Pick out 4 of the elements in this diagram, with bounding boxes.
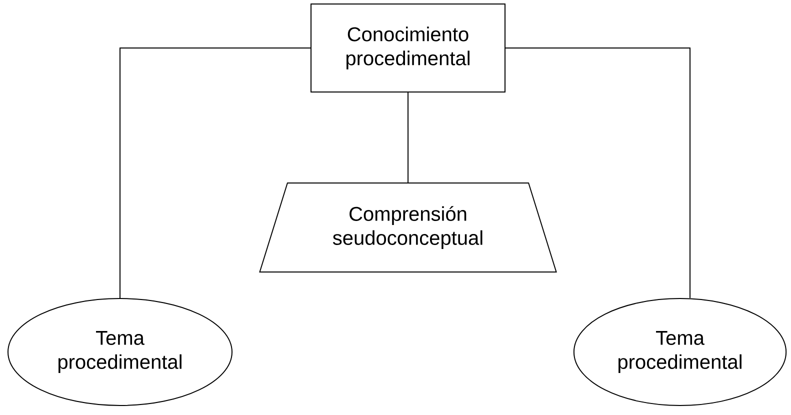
process-box: Conocimiento procedimental — [310, 4, 506, 92]
connector-line — [505, 48, 690, 298]
connector-line — [120, 48, 311, 298]
connector-line — [408, 92, 409, 183]
